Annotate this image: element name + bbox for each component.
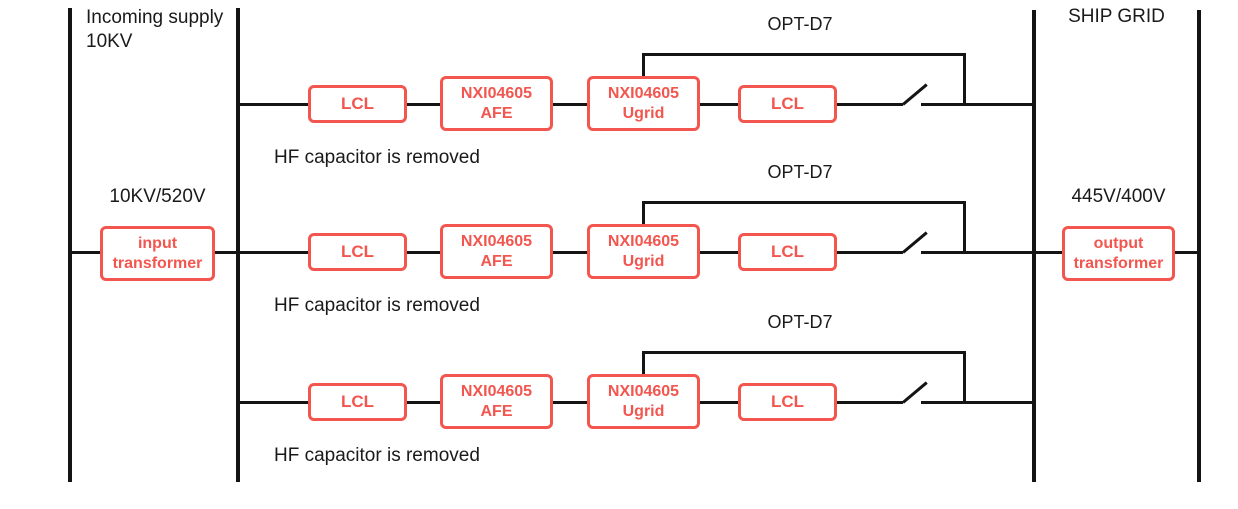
ugrid-converter-box: NXI04605 Ugrid <box>587 224 700 279</box>
output-transformer-label-line2: transformer <box>1073 254 1164 272</box>
wire-segment <box>837 400 903 404</box>
ugrid-type-label: Ugrid <box>622 402 665 420</box>
wire-segment <box>553 250 587 254</box>
opt-d7-label: OPT-D7 <box>767 162 833 182</box>
wire-input-transformer-to-bus <box>215 250 238 254</box>
ship-grid-label: SHIP GRID <box>1068 6 1165 27</box>
ship-grid-bus <box>1032 10 1036 482</box>
input-transformer-label-line1: input <box>137 235 178 253</box>
afe-model-label: NXI04605 <box>460 383 533 401</box>
lcl-label: LCL <box>340 93 375 113</box>
afe-type-label: AFE <box>480 104 513 122</box>
incoming-supply-voltage: 10KV <box>86 31 133 52</box>
wire-bus-to-input-transformer <box>70 250 100 254</box>
wire-segment <box>921 102 1034 106</box>
afe-type-label: AFE <box>480 402 513 420</box>
wire-segment <box>407 250 440 254</box>
incoming-supply-label-line1: Incoming supply <box>86 7 224 28</box>
wire-segment <box>921 400 1034 404</box>
wire-shipbus-to-output-transformer <box>1034 250 1062 254</box>
opt-loop-wire-up <box>642 53 645 76</box>
opt-loop-wire-across <box>642 351 966 354</box>
wire-segment <box>700 102 738 106</box>
wire-segment <box>407 102 440 106</box>
lcl-filter-output-box: LCL <box>738 383 837 421</box>
incoming-supply-bus-left <box>68 8 72 482</box>
lcl-filter-input-box: LCL <box>308 233 407 271</box>
opt-loop-wire-down <box>963 53 966 104</box>
wire-segment <box>407 400 440 404</box>
wire-output-transformer-to-bus <box>1175 250 1199 254</box>
wire-segment <box>837 102 903 106</box>
hf-capacitor-note: HF capacitor is removed <box>274 445 480 466</box>
ugrid-converter-box: NXI04605 Ugrid <box>587 76 700 131</box>
opt-d7-label: OPT-D7 <box>767 14 833 34</box>
output-transformer-box: output transformer <box>1062 226 1175 281</box>
opt-loop-wire-up <box>642 201 645 224</box>
output-bus-right <box>1197 10 1201 482</box>
wire-segment <box>238 250 308 254</box>
ugrid-model-label: NXI04605 <box>607 233 680 251</box>
wire-segment <box>837 250 903 254</box>
afe-converter-box: NXI04605 AFE <box>440 224 553 279</box>
afe-model-label: NXI04605 <box>460 233 533 251</box>
wire-segment <box>553 102 587 106</box>
wire-segment <box>238 400 308 404</box>
incoming-supply-label: Incoming supply 10KV <box>86 6 223 54</box>
output-transformer-label-line1: output <box>1093 235 1144 253</box>
input-transformer-box: input transformer <box>100 226 215 281</box>
lcl-filter-input-box: LCL <box>308 85 407 123</box>
opt-loop-wire-across <box>642 201 966 204</box>
wire-segment <box>238 102 308 106</box>
opt-d7-label: OPT-D7 <box>767 312 833 332</box>
afe-type-label: AFE <box>480 252 513 270</box>
lcl-filter-input-box: LCL <box>308 383 407 421</box>
input-transformer-label-line2: transformer <box>112 254 203 272</box>
opt-loop-wire-across <box>642 53 966 56</box>
wire-segment <box>700 400 738 404</box>
lcl-label: LCL <box>340 241 375 261</box>
lcl-label: LCL <box>340 391 375 411</box>
lcl-label: LCL <box>770 93 805 113</box>
lcl-label: LCL <box>770 391 805 411</box>
hf-capacitor-note: HF capacitor is removed <box>274 295 480 316</box>
lcl-filter-output-box: LCL <box>738 233 837 271</box>
afe-model-label: NXI04605 <box>460 85 533 103</box>
ugrid-converter-box: NXI04605 Ugrid <box>587 374 700 429</box>
wire-segment <box>700 250 738 254</box>
input-distribution-bus <box>236 8 240 482</box>
lcl-label: LCL <box>770 241 805 261</box>
ugrid-model-label: NXI04605 <box>607 85 680 103</box>
ugrid-type-label: Ugrid <box>622 104 665 122</box>
opt-loop-wire-down <box>963 351 966 402</box>
lcl-filter-output-box: LCL <box>738 85 837 123</box>
opt-loop-wire-down <box>963 201 966 252</box>
ugrid-type-label: Ugrid <box>622 252 665 270</box>
afe-converter-box: NXI04605 AFE <box>440 374 553 429</box>
input-transformer-ratio: 10KV/520V <box>109 186 206 207</box>
wire-segment <box>553 400 587 404</box>
wire-segment <box>921 250 1034 254</box>
output-transformer-ratio: 445V/400V <box>1071 186 1166 207</box>
opt-loop-wire-up <box>642 351 645 374</box>
ugrid-model-label: NXI04605 <box>607 383 680 401</box>
hf-capacitor-note: HF capacitor is removed <box>274 147 480 168</box>
afe-converter-box: NXI04605 AFE <box>440 76 553 131</box>
